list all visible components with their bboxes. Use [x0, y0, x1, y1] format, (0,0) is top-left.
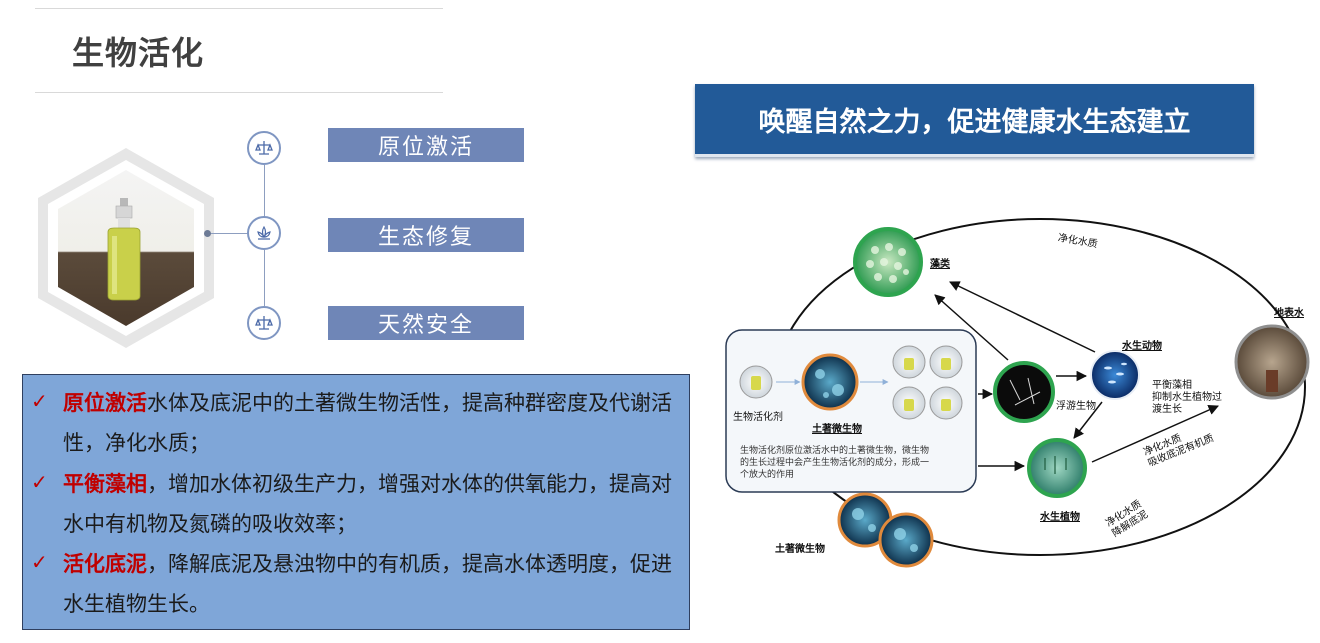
connector-dot: [204, 230, 211, 237]
title-divider: [35, 92, 443, 93]
connector-vertical-bottom: [264, 250, 265, 306]
label-agent: 生物活化剂: [733, 412, 783, 423]
benefits-panel: ✓ 原位激活水体及底泥中的土著微生物活性，提高种群密度及代谢活性，净化水质； ✓…: [22, 374, 690, 630]
bullet-3-text: ，降解底泥及悬浊物中的有机质，提高水体透明度，促进水生植物生长。: [63, 552, 672, 616]
bullet-1: 原位激活水体及底泥中的土著微生物活性，提高种群密度及代谢活性，净化水质；: [63, 383, 683, 463]
arrow-animals-to-plants: [1073, 401, 1103, 439]
top-divider: [35, 8, 443, 9]
feature-label-1: 原位激活: [328, 128, 524, 162]
feature-node-2: [247, 216, 281, 250]
bullet-1-text: 水体及底泥中的土著微生物活性，提高种群密度及代谢活性，净化水质；: [63, 391, 672, 455]
arrow-plankton-to-algae: [934, 294, 1009, 361]
plankton-circle: [993, 361, 1055, 423]
page-title: 生物活化: [72, 34, 205, 72]
aquatic-animals-circle: [1090, 350, 1140, 400]
slogan-banner: 唤醒自然之力，促进健康水生态建立: [695, 84, 1254, 157]
arrow-animals-to-algae: [949, 281, 1096, 353]
bullet-1-highlight: 原位激活: [63, 391, 147, 415]
label-indigenous-inner: 土著微生物: [812, 424, 862, 435]
aquatic-plants-circle: [1027, 438, 1087, 498]
bullet-2-text: ，增加水体初级生产力，增强对水体的供氧能力，提高对水中有机物及氮磷的吸收效率；: [63, 472, 672, 536]
feature-label-3: 天然安全: [328, 306, 524, 340]
label-aquatic-animals: 水生动物: [1122, 341, 1162, 352]
label-description: 生物活化剂原位激活水中的土著微生物，微生物的生长过程中会产生生物活化剂的成分，形…: [740, 446, 930, 480]
agent-liquid: [751, 376, 761, 390]
check-icon: ✓: [31, 389, 48, 413]
bullet-2-highlight: 平衡藻相: [63, 472, 147, 496]
label-surface-water: 地表水: [1274, 308, 1304, 319]
feature-node-1: [247, 131, 281, 165]
label-algae: 藻类: [930, 259, 950, 270]
balance-scale-icon: [255, 141, 273, 155]
connector-horizontal: [208, 233, 248, 234]
check-icon: ✓: [31, 470, 48, 494]
label-indigenous-bottom: 土著微生物: [775, 544, 825, 555]
surface-water-circle: [1234, 324, 1310, 400]
bottom-microbes-circle-2: [878, 512, 934, 568]
label-balance-note: 平衡藻相 抑制水生植物过 渡生长: [1152, 380, 1222, 415]
balance-scale-icon: [255, 316, 273, 330]
check-icon: ✓: [31, 550, 48, 574]
connector-vertical-top: [264, 165, 265, 217]
outfall-pipe: [1266, 370, 1278, 392]
bullet-3: 活化底泥，降解底泥及悬浊物中的有机质，提高水体透明度，促进水生植物生长。: [63, 544, 683, 624]
label-plankton: 浮游生物: [1056, 401, 1096, 412]
multiplied-agent-jars: [892, 345, 963, 420]
indigenous-microbes-circle: [801, 353, 859, 411]
arrow-plants-to-surface: [1091, 405, 1219, 463]
feature-node-3: [247, 306, 281, 340]
bullet-3-highlight: 活化底泥: [63, 552, 147, 576]
label-aquatic-plants: 水生植物: [1040, 512, 1080, 523]
spray-bottle-icon: [107, 198, 141, 301]
lotus-icon: [257, 225, 271, 240]
feature-label-2: 生态修复: [328, 218, 524, 252]
bullet-2: 平衡藻相，增加水体初级生产力，增强对水体的供氧能力，提高对水中有机物及氮磷的吸收…: [63, 464, 683, 544]
